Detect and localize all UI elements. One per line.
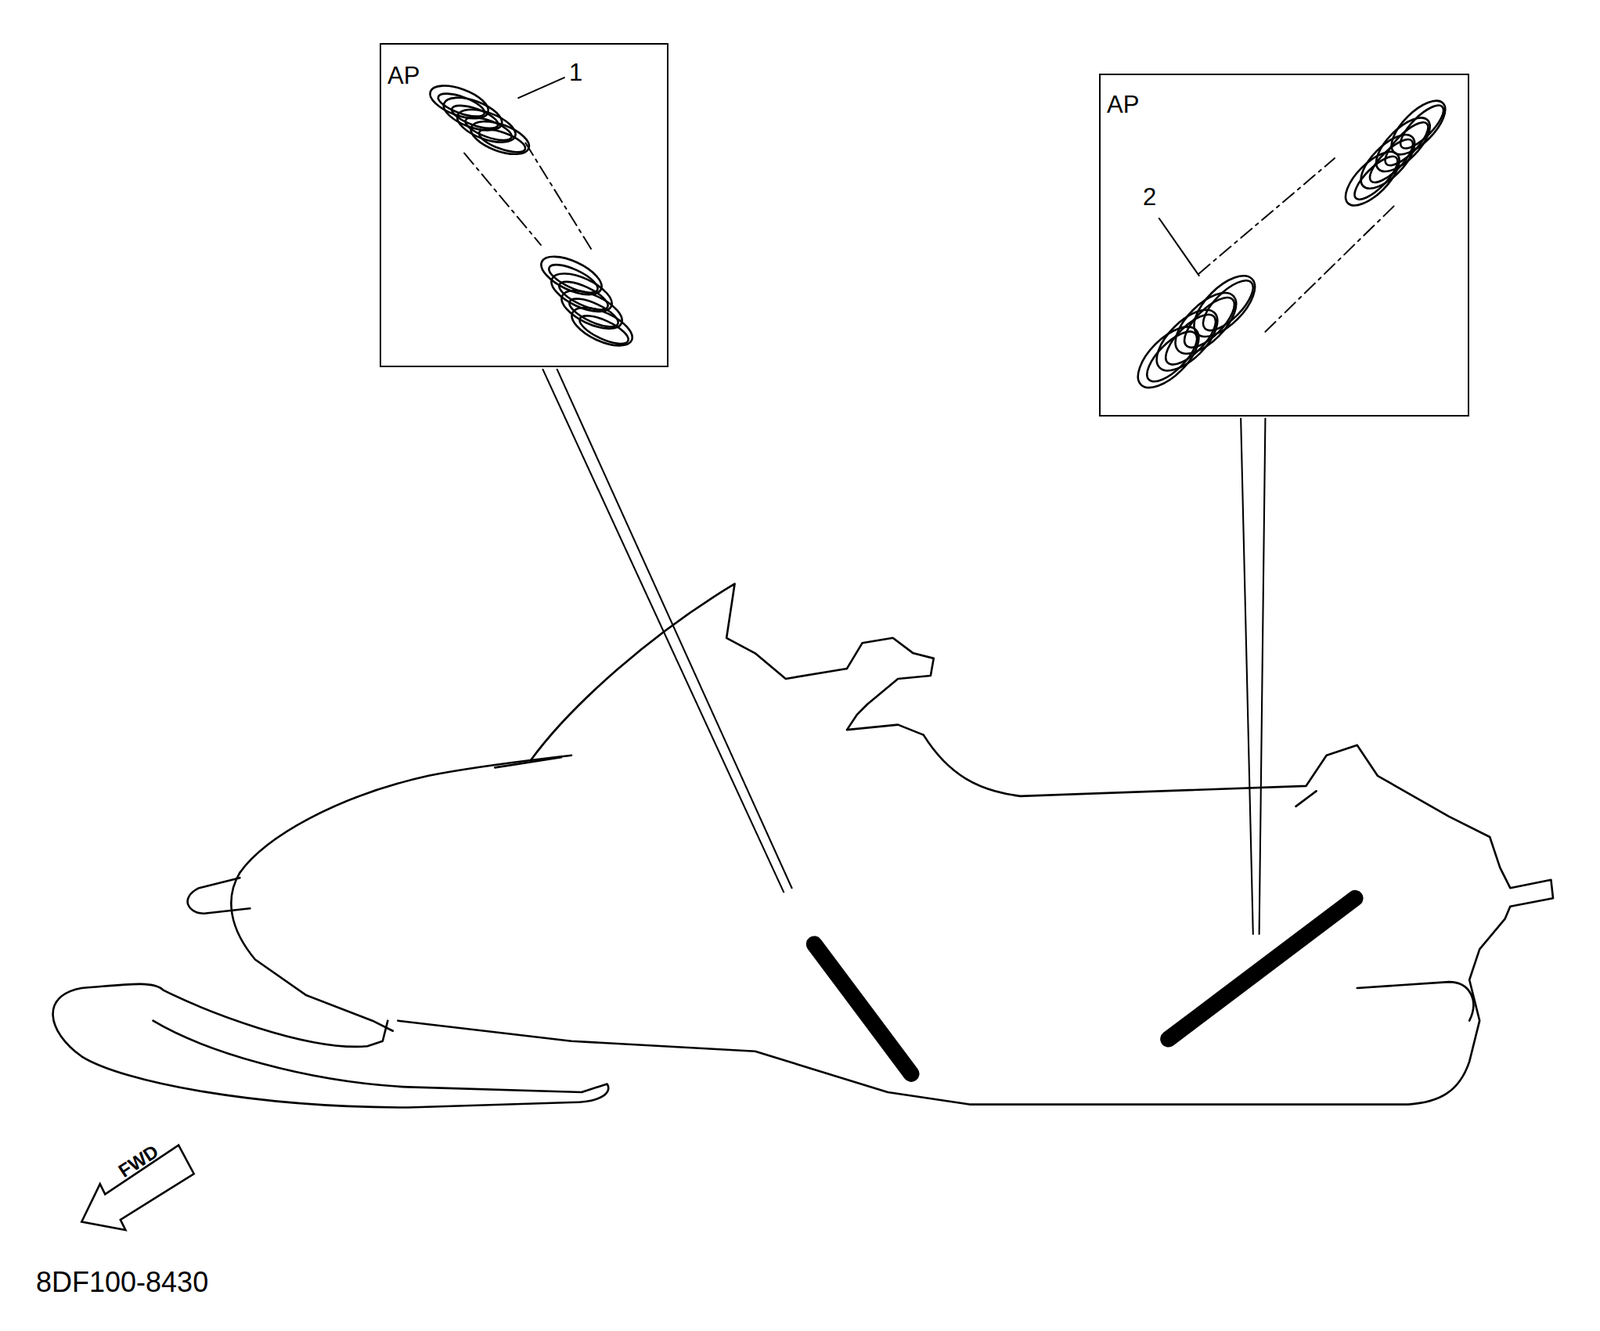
- spring-coil: [1379, 116, 1435, 172]
- leader-line: [518, 77, 565, 98]
- leader-line: [1240, 418, 1265, 934]
- callout-number: 1: [569, 60, 583, 85]
- nose-outline: [230, 872, 393, 1031]
- spring-coil: [576, 309, 632, 350]
- spring-coil: [555, 276, 612, 316]
- hood-stripe: [494, 756, 562, 768]
- windshield-outline: [530, 583, 847, 761]
- handlebar-outline: [846, 637, 934, 736]
- snowmobile-outline: [239, 755, 572, 873]
- spring-coil: [1177, 289, 1243, 355]
- spring-coil: [545, 259, 602, 299]
- ski-outline: [53, 983, 610, 1108]
- spring-coil: [1158, 306, 1224, 372]
- view-code: AP: [387, 63, 420, 88]
- spring-coil: [535, 248, 607, 303]
- spring-coil: [546, 266, 618, 320]
- spring-coil: [466, 115, 534, 162]
- spring-coil: [1195, 273, 1261, 339]
- spring-coil: [1184, 265, 1265, 346]
- callout-number: 2: [1142, 184, 1157, 210]
- seat-outline: [397, 735, 1554, 1105]
- leader-line: [543, 369, 793, 892]
- track-outline: [1357, 981, 1474, 1021]
- bumper-outline: [187, 877, 251, 914]
- diagram-code: 8DF100-8430: [36, 1268, 209, 1297]
- spring-coil: [1394, 99, 1450, 155]
- spring-coil: [1367, 109, 1438, 181]
- spring-coil: [476, 124, 529, 157]
- spring-coil: [1383, 92, 1454, 163]
- spring-coil: [566, 299, 638, 354]
- tail-outline: [1296, 790, 1317, 807]
- spring-coil: [1139, 324, 1205, 390]
- view-code: AP: [1106, 92, 1139, 117]
- rear-shock: [1168, 897, 1356, 1039]
- assembly-guide: [1199, 158, 1397, 332]
- callout-box: AP 2: [1099, 73, 1470, 417]
- spring-coil: [1352, 126, 1424, 197]
- assembly-guide: [464, 143, 592, 251]
- spring-coil: [556, 282, 628, 336]
- front-shock: [814, 944, 912, 1074]
- leader-line: [1159, 218, 1200, 276]
- spring-coil: [565, 293, 622, 333]
- callout-box: AP 1: [379, 43, 669, 368]
